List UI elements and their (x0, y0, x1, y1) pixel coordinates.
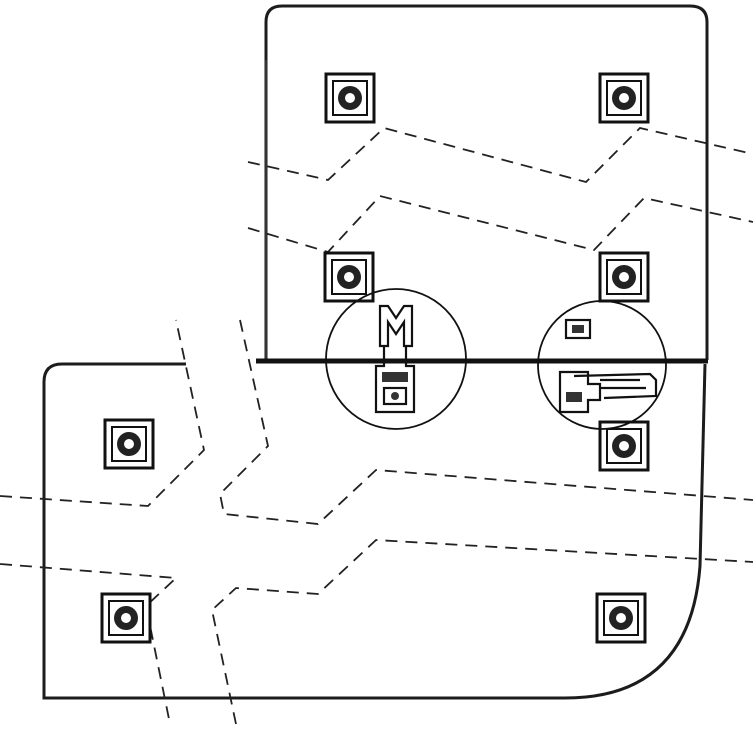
mounting-pads (100, 72, 650, 644)
cable-route-middle-top (0, 319, 205, 507)
mounting-pad-upper-right-bottom (598, 251, 650, 303)
mounting-pad-lower-right-top (598, 420, 650, 472)
mounting-pad-lower-left-top (103, 418, 155, 470)
cable-route-upper-bottom (247, 194, 753, 254)
latch-detail-right (537, 300, 667, 430)
cable-routes (0, 127, 753, 725)
cable-route-lower-right (211, 539, 753, 725)
cable-route-lower-top (0, 563, 179, 725)
mounting-pad-upper-left-top (324, 72, 376, 124)
cable-route-middle-right-top (219, 319, 753, 525)
latch-connector-icon (374, 304, 416, 414)
mounting-pad-upper-right-top (598, 72, 650, 124)
mounting-pad-lower-right-bottom (595, 592, 647, 644)
latch-hinge-icon (558, 318, 658, 414)
latch-detail-left (325, 288, 467, 430)
cable-route-upper-top (247, 127, 753, 184)
mounting-pad-lower-left-bottom (100, 592, 152, 644)
detail-circle-left (325, 288, 467, 430)
lower-panel-outline (42, 362, 707, 700)
mounting-pad-upper-left-bottom (323, 251, 375, 303)
upper-panel-outline (264, 4, 709, 360)
detail-circle-right (537, 300, 667, 430)
